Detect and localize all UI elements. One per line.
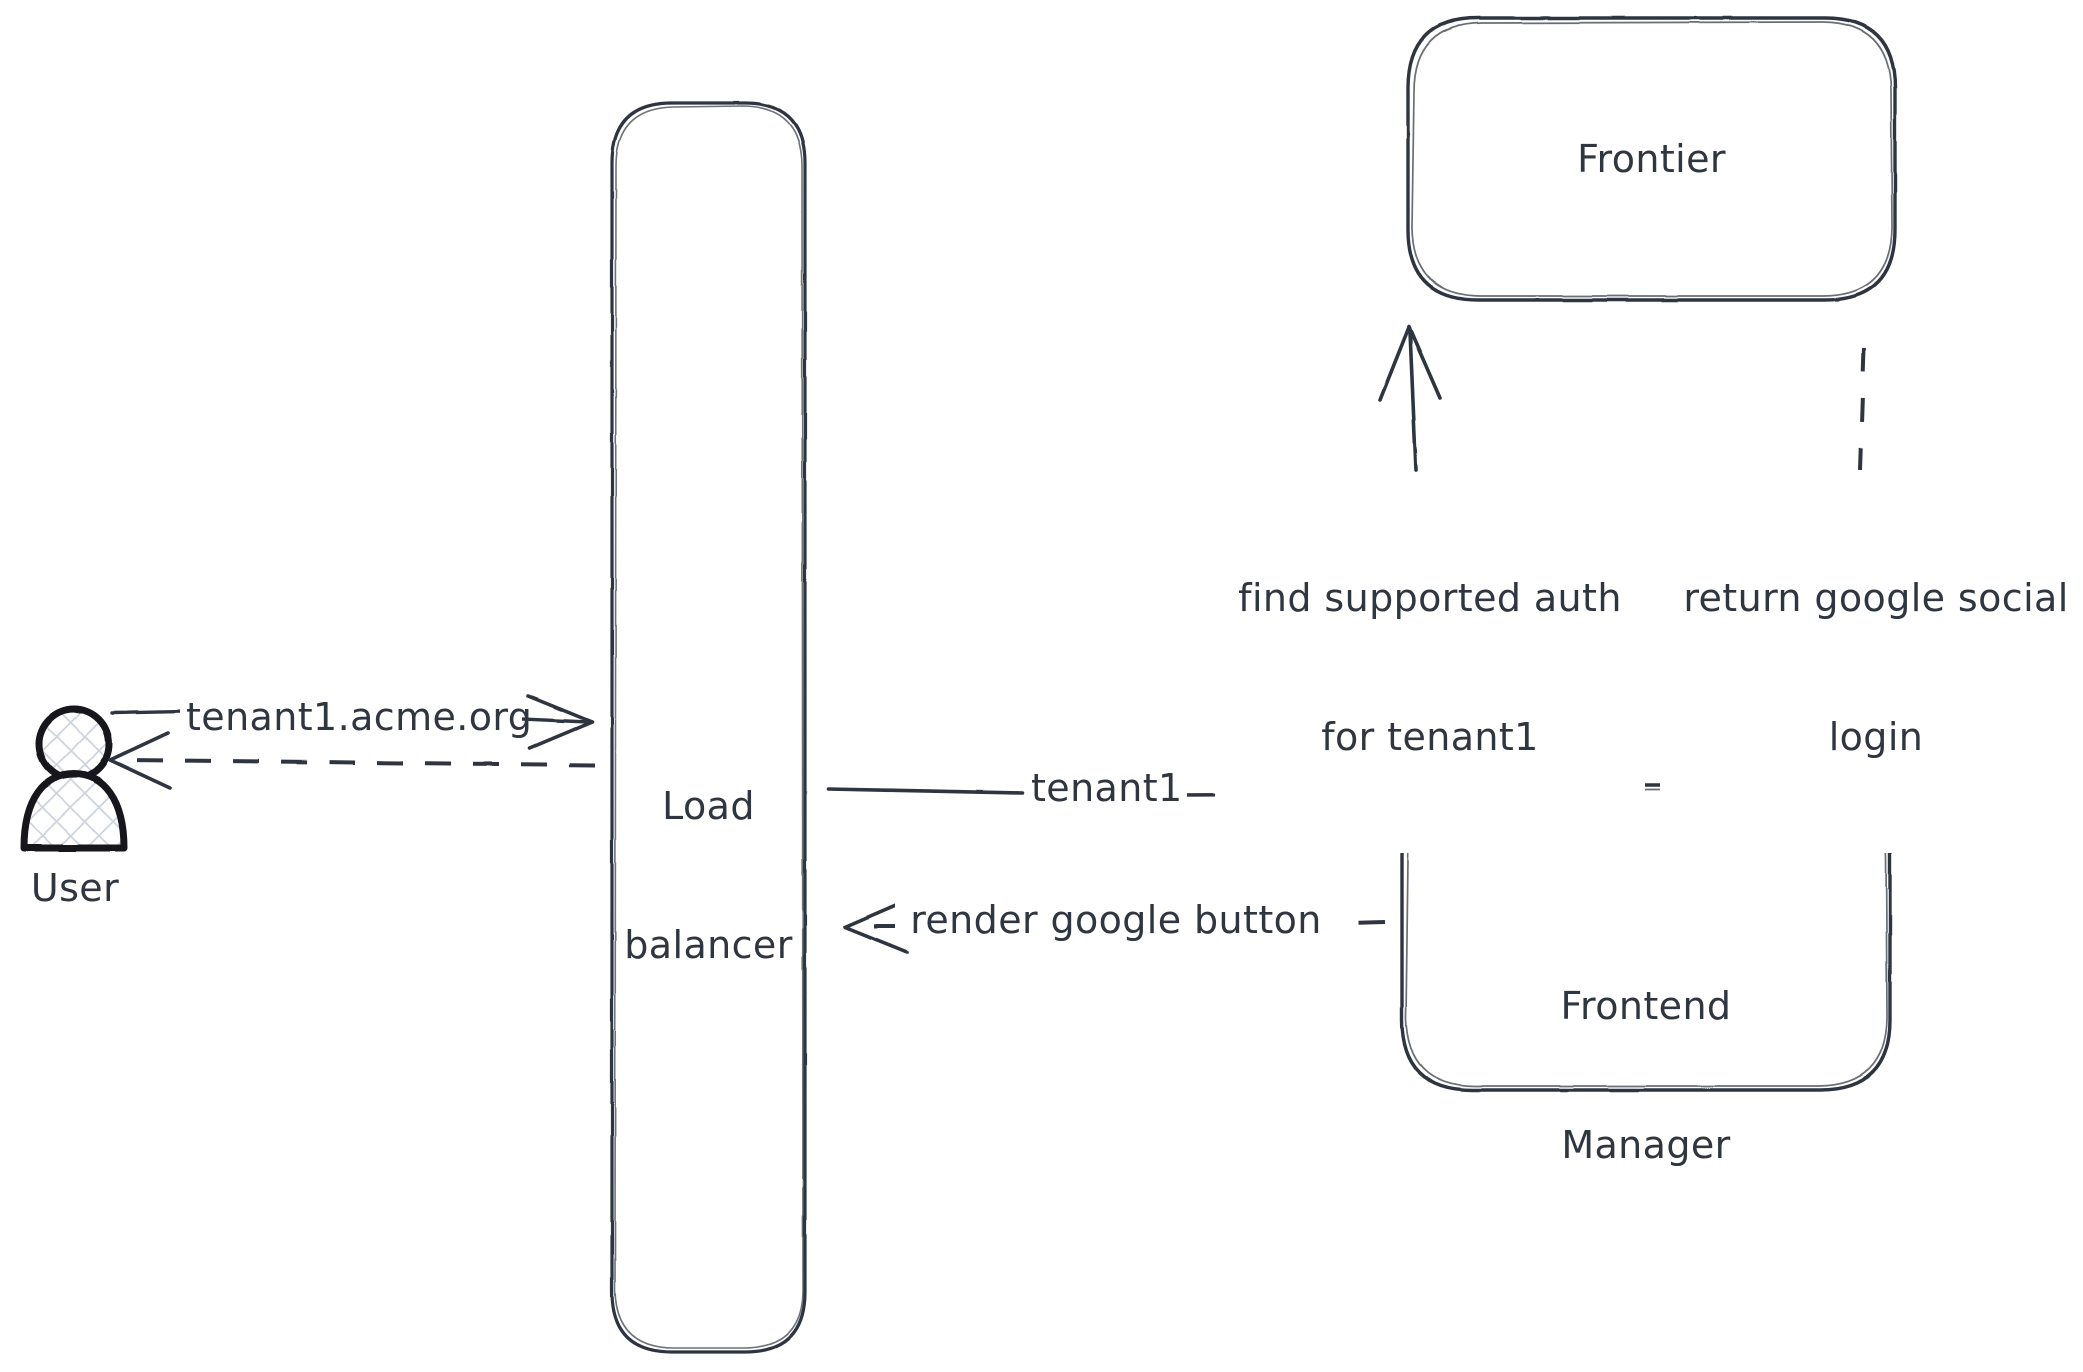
frontier-node-shape[interactable] <box>1406 16 1897 302</box>
user-actor-icon <box>20 705 128 852</box>
frontend-manager-label: Frontend Manager <box>1402 890 1890 1261</box>
frontend-manager-label-line1: Frontend <box>1560 983 1732 1028</box>
edge-label-return-google-social-line2: login <box>1828 714 1924 759</box>
edge-label-find-supported-auth: find supported auth for tenant1 <box>1215 482 1645 853</box>
edge-label-tenant1: tenant1 <box>1025 765 1187 812</box>
edge-load-balancer-to-user <box>108 731 596 790</box>
frontend-manager-label-line2: Manager <box>1561 1122 1731 1167</box>
edge-label-tenant1-acme-org: tenant1.acme.org <box>180 694 532 741</box>
load-balancer-node-shape[interactable] <box>610 101 807 1354</box>
edge-label-return-google-social-line1: return google social <box>1683 575 2069 620</box>
edge-label-find-supported-auth-line2: for tenant1 <box>1321 714 1539 759</box>
edge-label-find-supported-auth-line1: find supported auth <box>1238 575 1622 620</box>
load-balancer-label-line1: Load <box>662 783 755 828</box>
edge-label-render-google-button: render google button <box>895 897 1337 944</box>
edge-label-return-google-social-login: return google social login <box>1660 482 2083 853</box>
frontier-label: Frontier <box>1577 137 1726 181</box>
load-balancer-label-line2: balancer <box>624 922 793 967</box>
user-actor-label: User <box>30 866 120 910</box>
load-balancer-label: Load balancer <box>612 690 805 1061</box>
